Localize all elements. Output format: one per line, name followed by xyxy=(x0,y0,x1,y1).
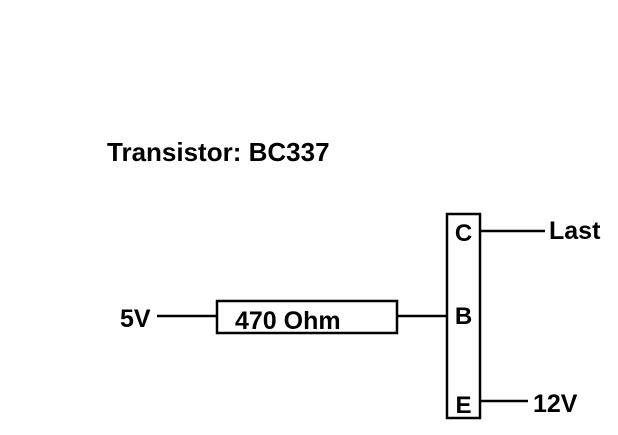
pin-base: B xyxy=(455,303,472,330)
pin-collector: C xyxy=(455,220,472,247)
collector-label: Last xyxy=(549,217,601,245)
title: Transistor: BC337 xyxy=(107,137,330,167)
resistor-label: 470 Ohm xyxy=(235,307,341,335)
pin-emitter: E xyxy=(455,392,471,419)
emitter-label: 12V xyxy=(533,390,578,418)
input-label: 5V xyxy=(120,305,151,333)
transistor xyxy=(445,212,482,420)
